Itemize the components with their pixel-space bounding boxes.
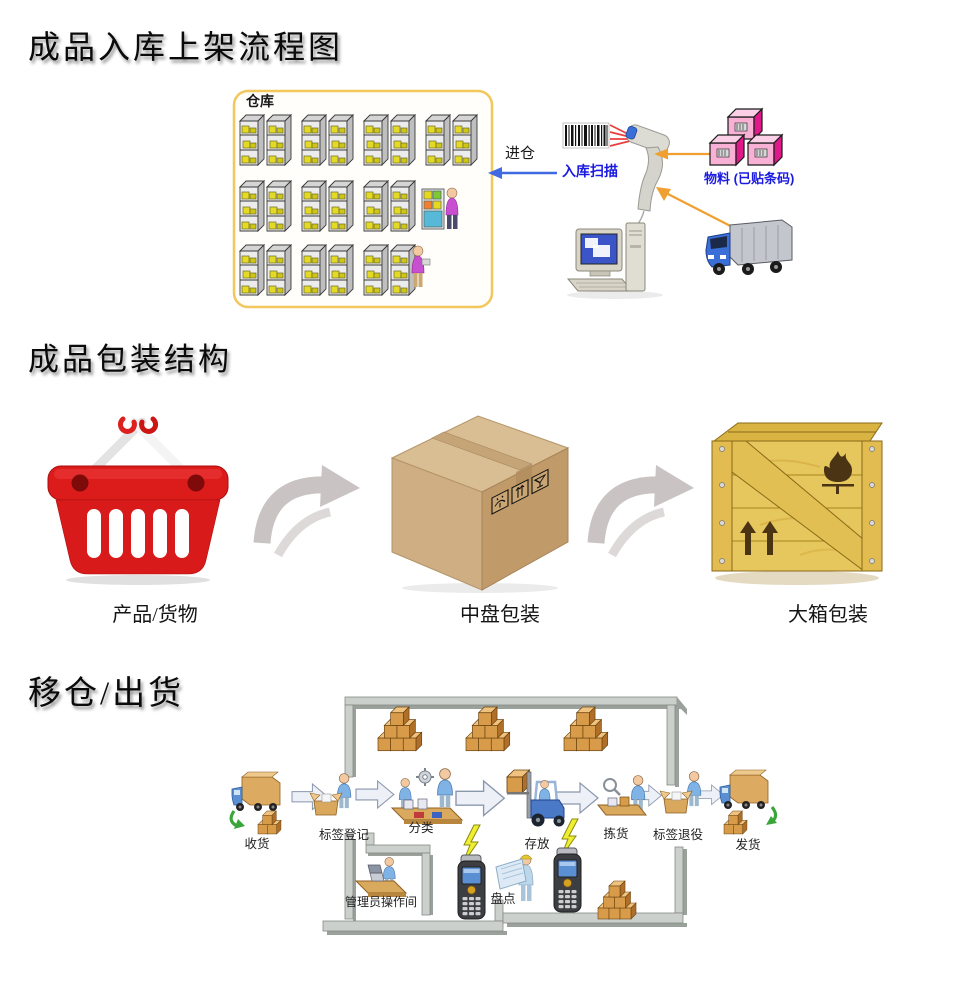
- handling-symbols: [491, 468, 549, 515]
- shopping-basket-icon: [47, 416, 229, 585]
- scan-label: 入库扫描: [562, 163, 618, 179]
- step-label-ship: 发货: [735, 838, 761, 852]
- basket-label: 产品/货物: [112, 604, 198, 626]
- box-stack-icon: [564, 707, 608, 751]
- barcode-scanner-icon: [625, 124, 670, 233]
- inbound-diagram: [232, 89, 793, 309]
- warehouse-walls: [322, 696, 687, 935]
- step-label-register: 标签登记: [318, 828, 370, 842]
- admin-operator-icon: [354, 856, 408, 897]
- step-label-store: 存放: [524, 837, 550, 851]
- step-label-receive: 收货: [244, 837, 270, 851]
- curve-arrow-icon: [587, 465, 694, 558]
- label-register-icon: [310, 774, 351, 815]
- step-label-pick: 拣货: [603, 827, 629, 841]
- warehouse-label: 仓库: [246, 95, 274, 110]
- curve-arrow-icon: [253, 465, 360, 558]
- step-label-retire: 标签退役: [652, 828, 704, 842]
- carton-label: 中盘包装: [460, 604, 540, 626]
- material-to-scanner-arrow: [654, 148, 712, 160]
- storage-forklift-icon: [506, 769, 565, 827]
- receiving-truck-icon: [229, 771, 282, 835]
- outbound-diagram: [229, 696, 778, 935]
- this-way-up-icon: [740, 521, 778, 555]
- enter-warehouse-arrow: [488, 167, 557, 179]
- step-label-sort: 分类: [408, 821, 434, 835]
- admin-room-label: 管理员操作间: [344, 895, 418, 909]
- picking-station-icon: [596, 774, 648, 816]
- outbound-title: 移仓/出货: [28, 676, 185, 712]
- delivery-truck-icon: [705, 219, 793, 275]
- handheld-terminal-icon: [553, 847, 582, 913]
- forklift-worker-icon: [421, 187, 459, 230]
- sorting-station-icon: [390, 767, 464, 824]
- label-retire-icon: [660, 772, 701, 813]
- wooden-crate-icon: [711, 422, 883, 585]
- barcode-icon: [562, 122, 610, 149]
- desktop-computer-icon: [566, 222, 663, 299]
- flow-arrow: [455, 780, 505, 817]
- rivets: [719, 446, 875, 564]
- enter-label: 进仓: [505, 146, 536, 162]
- crate-label: 大箱包装: [788, 604, 868, 626]
- flow-arrow: [355, 780, 395, 809]
- inbound-title: 成品入库上架流程图: [28, 29, 344, 65]
- shipping-truck-icon: [719, 769, 778, 835]
- box-stack-icon: [466, 707, 510, 751]
- handheld-terminal-icon: [457, 854, 486, 920]
- warehouse-worker-icon: [411, 245, 431, 287]
- material-boxes-icon: [709, 108, 783, 166]
- stocktake-label: 盘点: [490, 892, 516, 906]
- box-stack-icon: [598, 881, 636, 919]
- flammable-icon: [822, 451, 854, 494]
- packaging-title: 成品包装结构: [28, 342, 232, 377]
- carton-box-icon: [390, 415, 570, 593]
- stocktake-worker-icon: [495, 854, 534, 901]
- box-stack-icon: [378, 707, 422, 751]
- material-label: 物料 (已贴条码): [704, 171, 795, 186]
